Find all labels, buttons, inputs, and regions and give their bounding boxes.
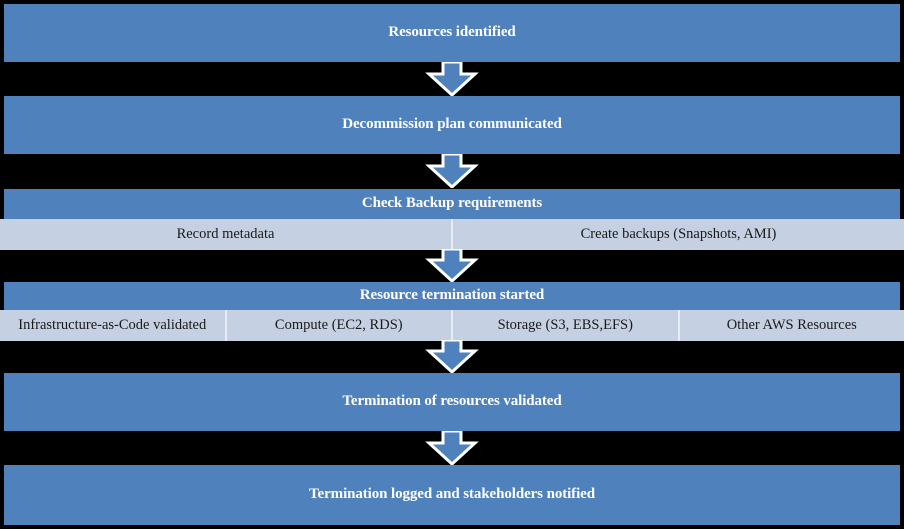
connector-5-down-arrow-icon xyxy=(417,431,487,465)
connector-1-down-arrow-icon xyxy=(417,62,487,96)
substep-row-resource-termination-started: Infrastructure-as-Code validated Compute… xyxy=(0,310,904,341)
substep-storage[interactable]: Storage (S3, EBS,EFS) xyxy=(453,310,680,341)
connector-3-down-arrow-icon xyxy=(417,249,487,282)
connector-2-down-arrow-icon xyxy=(417,154,487,188)
substep-create-backups[interactable]: Create backups (Snapshots, AMI) xyxy=(453,219,904,250)
substep-other-aws-resources[interactable]: Other AWS Resources xyxy=(679,310,904,341)
substep-row-check-backup-requirements: Record metadata Create backups (Snapshot… xyxy=(0,219,904,250)
substep-infrastructure-as-code-validated[interactable]: Infrastructure-as-Code validated xyxy=(0,310,227,341)
stage-header-resource-termination-started[interactable]: Resource termination started xyxy=(4,282,900,310)
stage-header-termination-logged-and-stakeholders-notified[interactable]: Termination logged and stakeholders noti… xyxy=(4,465,900,525)
stage-header-resources-identified[interactable]: Resources identified xyxy=(4,4,900,62)
substep-record-metadata[interactable]: Record metadata xyxy=(0,219,453,250)
stage-header-check-backup-requirements[interactable]: Check Backup requirements xyxy=(4,189,900,219)
stage-header-termination-of-resources-validated[interactable]: Termination of resources validated xyxy=(4,373,900,431)
connector-4-down-arrow-icon xyxy=(417,340,487,373)
substep-compute[interactable]: Compute (EC2, RDS) xyxy=(226,310,453,341)
stage-header-decommission-plan-communicated[interactable]: Decommission plan communicated xyxy=(4,96,900,154)
